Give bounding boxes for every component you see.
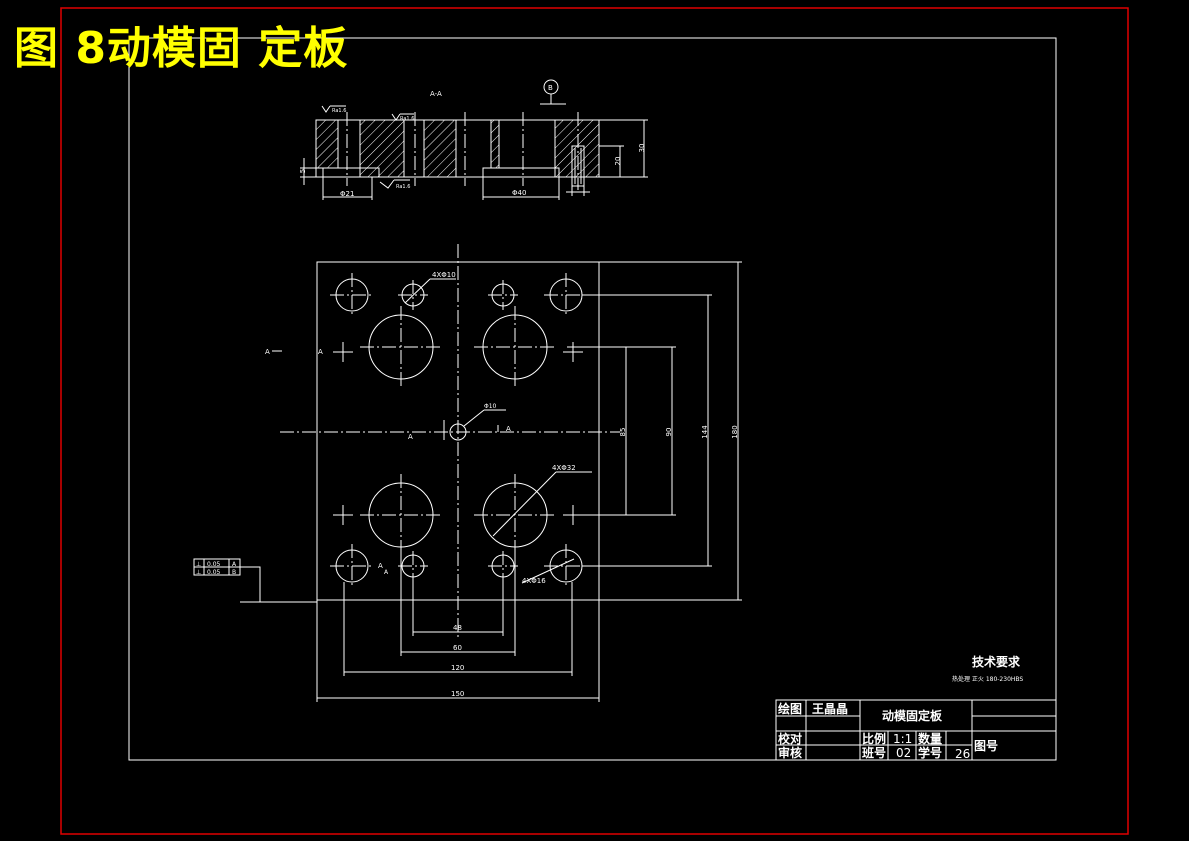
tb-drawn-label: 绘图	[778, 701, 802, 716]
section-mark-bottom-left: A	[378, 562, 383, 570]
dim-section-d40: Φ40	[512, 189, 526, 197]
dim-180: 180	[731, 425, 739, 438]
section-view: A-A B Ra1.6 Ra1.6 Ra1.6	[299, 79, 648, 200]
section-title: A-A	[430, 90, 442, 98]
dim-section-5: 5	[299, 169, 307, 173]
plan-view: 4XΦ10 4XΦ32 4XΦ16 Φ10 A A A A A A 85 90 …	[265, 244, 742, 702]
tb-check-label: 校对	[778, 731, 802, 746]
page-title: 图 8动模固 定板	[14, 23, 349, 74]
dim-120: 120	[451, 664, 464, 672]
callout-4x-d16: 4XΦ16	[522, 577, 546, 585]
tech-requirements: 技术要求 热处理 正火 180-230HBS	[952, 654, 1023, 683]
roughness-bottom: Ra1.6	[396, 184, 410, 190]
dim-150: 150	[451, 690, 464, 698]
dim-section-20: 20	[614, 157, 622, 166]
drawing-frame	[128, 37, 1057, 761]
tech-req-title: 技术要求	[972, 654, 1021, 669]
tb-review-label: 审核	[778, 745, 802, 760]
dim-85: 85	[619, 428, 627, 437]
tol-row2-symbol: ⊥	[196, 569, 201, 576]
tol-row1-symbol: ⊥	[196, 561, 201, 568]
tb-student-label: 学号	[918, 745, 942, 760]
tb-class-value: 02	[896, 746, 911, 760]
outer-border	[60, 7, 1129, 835]
tol-row2-datum: B	[232, 569, 236, 576]
tech-req-line1: 热处理 正火 180-230HBS	[952, 675, 1023, 683]
section-mark-left-inner: A	[318, 348, 323, 356]
tb-class-label: 班号	[862, 745, 886, 760]
tb-part-name: 动模固定板	[882, 708, 943, 723]
dim-section-d21: Φ21	[340, 190, 354, 198]
section-mark-bottom-inner: A	[384, 569, 389, 576]
section-mark-left: A	[265, 348, 270, 356]
tol-row2-value: 0.05	[207, 569, 221, 576]
tb-scale-label: 比例	[862, 731, 886, 746]
dim-90: 90	[665, 428, 673, 437]
callout-center-hole: Φ10	[484, 403, 497, 410]
dim-144: 144	[701, 425, 709, 439]
datum-b-label: B	[548, 84, 553, 92]
title-block: 绘图 王晶晶 动模固定板 校对 审核 比例 1:1 数量 班号 02 学号 26…	[775, 699, 1057, 761]
dim-60: 60	[453, 644, 462, 652]
tol-row1-value: 0.05	[207, 561, 221, 568]
dim-48: 48	[453, 624, 462, 632]
tolerance-frame: ⊥ 0.05 A ⊥ 0.05 B	[193, 558, 317, 603]
tb-qty-label: 数量	[918, 731, 942, 746]
tol-row1-datum: A	[232, 561, 237, 568]
tb-scale-value: 1:1	[893, 732, 912, 746]
callout-4x-d32: 4XΦ32	[552, 464, 576, 472]
tb-student-value: 26	[955, 747, 970, 761]
section-mark-center-right: A	[506, 425, 511, 433]
tb-drawn-name: 王晶晶	[812, 701, 848, 716]
tb-drawing-no-label: 图号	[974, 738, 998, 753]
roughness-top: Ra1.6	[332, 108, 346, 114]
dim-section-30: 30	[638, 144, 646, 153]
callout-4x-d10: 4XΦ10	[432, 271, 456, 279]
section-mark-center-left: A	[408, 433, 413, 441]
roughness-mid: Ra1.6	[400, 116, 414, 122]
